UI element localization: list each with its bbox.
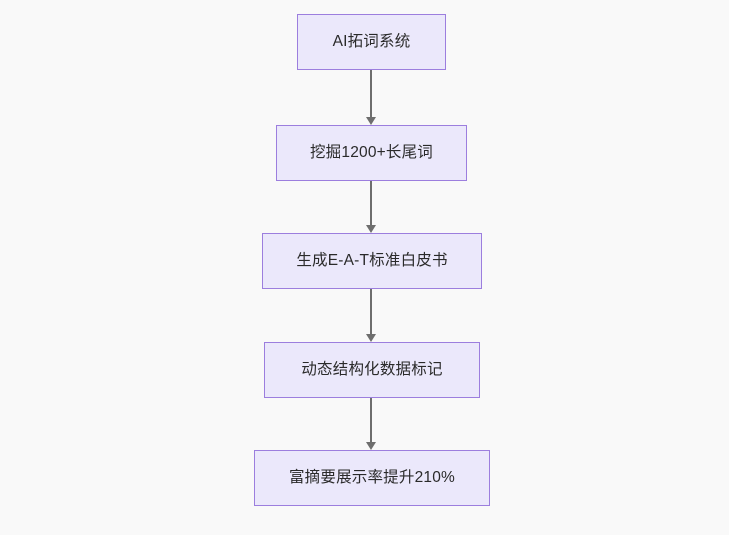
flowchart-node-3[interactable]: 生成E-A-T标准白皮书 bbox=[262, 233, 482, 289]
flowchart-node-1[interactable]: AI拓词系统 bbox=[297, 14, 446, 70]
flowchart-node-2[interactable]: 挖掘1200+长尾词 bbox=[276, 125, 467, 181]
flowchart-edge-4 bbox=[370, 398, 372, 442]
flowchart-node-5-label: 富摘要展示率提升210% bbox=[288, 468, 456, 486]
flowchart-node-2-label: 挖掘1200+长尾词 bbox=[309, 143, 434, 161]
flowchart-node-5[interactable]: 富摘要展示率提升210% bbox=[254, 450, 490, 506]
flowchart-edge-3 bbox=[370, 289, 372, 334]
arrow-down-icon-2 bbox=[366, 225, 376, 233]
flowchart-edge-2 bbox=[370, 181, 372, 225]
flowchart-node-4-label: 动态结构化数据标记 bbox=[301, 360, 443, 378]
flowchart-node-1-label: AI拓词系统 bbox=[332, 32, 411, 50]
arrow-down-icon-1 bbox=[366, 117, 376, 125]
arrow-down-icon-4 bbox=[366, 442, 376, 450]
arrow-down-icon-3 bbox=[366, 334, 376, 342]
flowchart-node-3-label: 生成E-A-T标准白皮书 bbox=[296, 251, 448, 269]
flowchart-node-4[interactable]: 动态结构化数据标记 bbox=[264, 342, 480, 398]
flowchart-edge-1 bbox=[370, 70, 372, 117]
